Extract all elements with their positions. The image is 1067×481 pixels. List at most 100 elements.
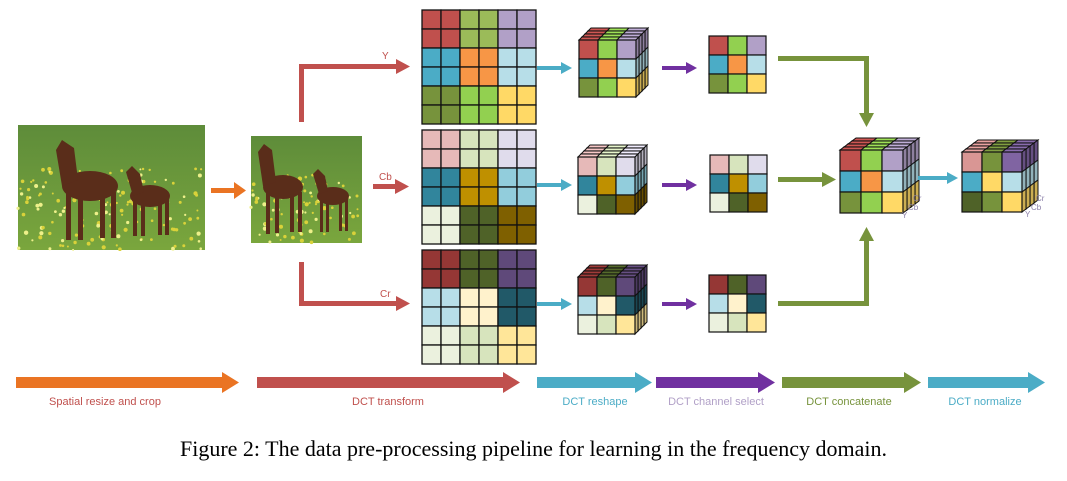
flower-dot bbox=[352, 231, 356, 236]
normalized-cube bbox=[960, 139, 1040, 213]
flower-dot bbox=[117, 190, 120, 193]
dct-coefficient-cell bbox=[440, 325, 461, 346]
flower-dot bbox=[51, 192, 54, 195]
flower-dot bbox=[303, 201, 306, 204]
flower-dot bbox=[61, 244, 65, 248]
flower-dot bbox=[348, 196, 351, 199]
dct-coefficient-cell bbox=[497, 205, 518, 226]
selected-coefficient-cell bbox=[727, 274, 748, 295]
dct-coefficient-cell bbox=[440, 9, 461, 30]
dct-coefficient-cell bbox=[440, 268, 461, 289]
dct-coefficient-cell bbox=[440, 148, 461, 169]
flower-dot bbox=[44, 181, 48, 184]
flower-dot bbox=[251, 182, 256, 186]
flower-dot bbox=[153, 180, 157, 183]
dct-coefficient-cell bbox=[421, 268, 442, 289]
dct-coefficient-cell bbox=[440, 167, 461, 188]
flower-dot bbox=[254, 200, 259, 204]
cube-front-cell bbox=[596, 295, 617, 316]
flower-dot bbox=[61, 209, 66, 213]
horse-photo-large bbox=[16, 125, 205, 251]
selected-coefficient-cell bbox=[728, 192, 749, 213]
flower-dot bbox=[36, 207, 40, 211]
flower-dot bbox=[21, 212, 26, 217]
flower-dot bbox=[347, 237, 351, 241]
cube-front-cell bbox=[881, 191, 904, 214]
cube-front-cell bbox=[615, 175, 636, 196]
concat-cube-label-y: Y bbox=[902, 211, 908, 220]
dct-coefficient-cell bbox=[497, 85, 518, 106]
cube-front-cell bbox=[578, 58, 599, 79]
dct-coefficient-cell bbox=[459, 47, 480, 68]
dct-coefficient-cell bbox=[478, 9, 499, 30]
reshape-arrow-y bbox=[537, 62, 572, 74]
flower-dot bbox=[171, 246, 175, 251]
dct-coefficient-cell bbox=[497, 104, 518, 125]
flower-dot bbox=[304, 175, 308, 179]
flower-dot bbox=[322, 206, 327, 211]
dct-coefficient-cell bbox=[497, 47, 518, 68]
cube-front-cell bbox=[881, 170, 904, 193]
selected-coefficient-cell bbox=[709, 173, 730, 194]
flower-dot bbox=[164, 178, 167, 182]
dct-coefficient-cell bbox=[478, 148, 499, 169]
dct-coefficient-cell bbox=[421, 224, 442, 245]
flower-dot bbox=[108, 213, 111, 216]
flower-dot bbox=[38, 235, 43, 240]
flower-dot bbox=[106, 201, 109, 204]
cube-front-cell bbox=[1001, 171, 1023, 193]
flower-dot bbox=[197, 173, 202, 178]
flower-dot bbox=[251, 189, 254, 192]
dct-coefficient-cell bbox=[497, 167, 518, 188]
dct-coefficient-cell bbox=[516, 249, 537, 270]
figure-caption: Figure 2: The data pre-processing pipeli… bbox=[179, 436, 888, 461]
dct-coefficient-cell bbox=[440, 249, 461, 270]
flower-dot bbox=[304, 211, 307, 214]
dct-coefficient-cell bbox=[421, 47, 442, 68]
dct-coefficient-cell bbox=[459, 344, 480, 365]
cube-front-cell bbox=[597, 58, 618, 79]
dct-coefficient-cell bbox=[421, 325, 442, 346]
norm-cube-label-cb: Cb bbox=[1031, 203, 1042, 212]
flower-dot bbox=[48, 247, 52, 251]
flower-dot bbox=[115, 201, 118, 205]
flower-dot bbox=[47, 167, 52, 171]
flower-dot bbox=[73, 240, 77, 245]
flower-dot bbox=[249, 205, 253, 209]
cube-front-cell bbox=[981, 151, 1003, 173]
flower-dot bbox=[280, 213, 283, 216]
flower-dot bbox=[356, 214, 360, 218]
dct-coefficient-cell bbox=[459, 129, 480, 150]
flower-dot bbox=[262, 202, 267, 207]
selected-coefficient-cell bbox=[747, 173, 768, 194]
cube-front-cell bbox=[616, 58, 637, 79]
flower-dot bbox=[172, 227, 176, 232]
flower-dot bbox=[86, 241, 91, 246]
dct-coefficient-cell bbox=[459, 186, 480, 207]
norm-cube-label-y: Y bbox=[1025, 210, 1031, 219]
dct-coefficient-cell bbox=[516, 9, 537, 30]
flower-dot bbox=[349, 211, 352, 215]
dct-coefficient-cell bbox=[516, 287, 537, 308]
flower-dot bbox=[314, 203, 318, 206]
flower-dot bbox=[39, 231, 44, 236]
dct-coefficient-cell bbox=[497, 186, 518, 207]
selected-coefficient-cell bbox=[708, 274, 729, 295]
flower-dot bbox=[101, 245, 106, 250]
concatenated-cube bbox=[838, 137, 921, 214]
selected-coefficient-cell bbox=[709, 192, 730, 213]
cube-front-cell bbox=[577, 276, 598, 297]
cube-front-cell bbox=[597, 39, 618, 60]
pipeline-legend bbox=[16, 372, 1045, 393]
flower-dot bbox=[16, 206, 20, 210]
concat-arrow-cb bbox=[778, 172, 836, 187]
dct-coefficient-cell bbox=[421, 28, 442, 49]
dct-coefficient-cell bbox=[478, 287, 499, 308]
flower-dot bbox=[199, 247, 202, 250]
branch-arrow-y bbox=[299, 59, 410, 122]
selected-coefficient-cell bbox=[727, 73, 748, 94]
flower-dot bbox=[268, 240, 272, 244]
flower-dot bbox=[311, 211, 314, 214]
dct-grid-y bbox=[421, 9, 537, 125]
